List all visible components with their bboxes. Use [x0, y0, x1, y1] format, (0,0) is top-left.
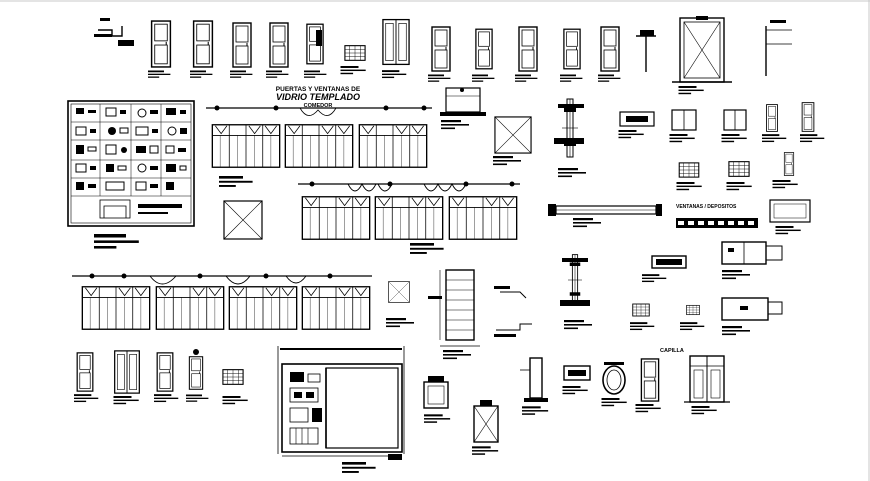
chapel-double-door-elevation — [684, 355, 730, 403]
grille-door-elevation — [222, 368, 244, 386]
lintel-section-long — [548, 204, 662, 216]
door-elevation-1 — [150, 20, 172, 68]
facade-title-line3: COMEDOR — [304, 103, 333, 109]
building-floor-plan — [277, 346, 405, 460]
double-door-elevation-2 — [113, 350, 141, 394]
detail-small-bracket — [94, 18, 134, 46]
window-unit-detail — [651, 255, 687, 269]
room-plan-detail-1 — [721, 241, 783, 265]
room-plan-detail-2 — [721, 297, 783, 321]
facade-title-line2: VIDRIO TEMPLADO — [276, 92, 360, 102]
wall-detail-1 — [636, 30, 656, 72]
plan-rect-detail — [769, 199, 811, 223]
grille-details — [678, 152, 795, 178]
door-elevation-8 — [518, 26, 538, 72]
door-elevation-4 — [269, 22, 289, 68]
anchor-detail — [494, 286, 532, 337]
schedule-title: VENTANAS / DEPOSITOS — [676, 204, 737, 210]
sink-detail — [563, 365, 591, 381]
comedor-glass-facade-upper — [206, 105, 432, 168]
chapel-door-elevation — [640, 358, 660, 402]
schedule-table: VENTANAS / DEPOSITOS — [676, 204, 758, 228]
door-elevation-9 — [563, 28, 581, 70]
column-plan-detail — [494, 116, 532, 154]
comedor-glass-facade-middle — [298, 181, 520, 240]
door-elevation-5 — [306, 23, 324, 65]
door-elevation-13 — [188, 349, 204, 390]
comedor-title-block: PUERTAS Y VENTANAS DE VIDRIO TEMPLADO CO… — [276, 86, 361, 109]
glass-panel-elevation-narrow — [388, 280, 410, 304]
top-row-elevations — [94, 16, 792, 95]
door-elevation-2 — [192, 20, 214, 68]
small-window-elevations — [671, 102, 815, 132]
grille-small-1 — [632, 303, 650, 317]
chapel-title: CAPILLA — [660, 348, 684, 354]
symbols-legend-table — [67, 100, 195, 227]
wall-detail-2 — [765, 20, 792, 76]
door-elevation-6 — [431, 26, 451, 72]
kiosk-plan-detail-1 — [423, 376, 449, 409]
ventilation-detail — [440, 87, 486, 116]
comedor-glass-facade-lower — [72, 273, 372, 330]
frame-section-detail — [619, 111, 655, 127]
round-window-detail — [602, 362, 626, 395]
kiosk-plan-detail-2 — [473, 400, 499, 443]
vertical-section-1 — [554, 98, 584, 158]
main-entrance-elevation — [672, 16, 732, 83]
glass-panel-plan — [223, 200, 263, 240]
pilaster-detail — [520, 357, 548, 402]
door-elevation-7 — [475, 28, 493, 70]
door-elevation-12 — [156, 352, 174, 392]
double-door-elevation-1 — [382, 18, 410, 66]
vertical-section-2 — [560, 254, 590, 306]
door-elevation-3 — [232, 22, 252, 68]
grille-small-2 — [686, 304, 700, 316]
facade-title-line1: PUERTAS Y VENTANAS DE — [276, 86, 361, 93]
stair-section-detail — [428, 269, 480, 347]
door-elevation-10 — [600, 26, 620, 72]
door-detail-plan — [344, 45, 366, 61]
door-elevation-11 — [76, 352, 94, 392]
